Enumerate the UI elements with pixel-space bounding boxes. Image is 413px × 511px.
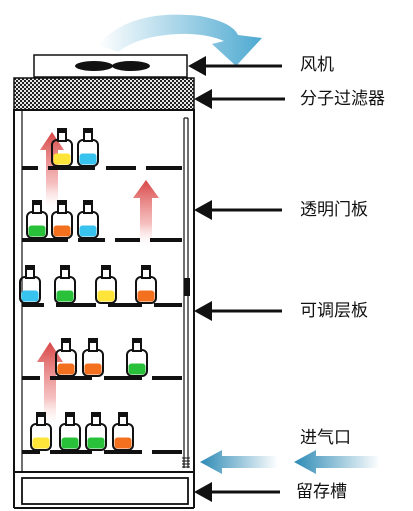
bottle-orange [51,200,73,239]
bottle-green [126,338,148,377]
bottle-orange [112,412,134,451]
label-air-inlet: 进气口 [300,428,351,448]
label-pointers [188,56,285,502]
bottle-green [26,200,48,239]
bottle-cyan [77,128,99,167]
label-adjustable-shelf: 可调层板 [300,301,368,321]
bottle-orange [135,265,157,304]
bottle-yellow [95,265,117,304]
bottle-orange [55,338,77,377]
airflow-arrows [37,132,159,428]
label-transparent-door: 透明门板 [300,200,368,220]
fan-exhaust-arrow [98,14,262,66]
bottle-cyan [19,265,41,304]
label-molecular-filter: 分子过滤器 [300,89,385,109]
bottles [19,128,157,451]
label-fan: 风机 [300,55,334,75]
bottle-cyan [77,200,99,239]
storage-tank-block [21,477,189,505]
label-storage-tank: 留存槽 [296,482,347,502]
bottle-yellow [51,128,73,167]
fan-unit [33,54,188,78]
bottle-green [54,265,76,304]
bottle-orange [82,338,104,377]
bottle-yellow [30,412,52,451]
molecular-filter-block [13,77,195,111]
air-inlet-arrows [200,450,380,474]
shelves [22,166,182,454]
bottle-green [59,412,81,451]
bottle-green [85,412,107,451]
